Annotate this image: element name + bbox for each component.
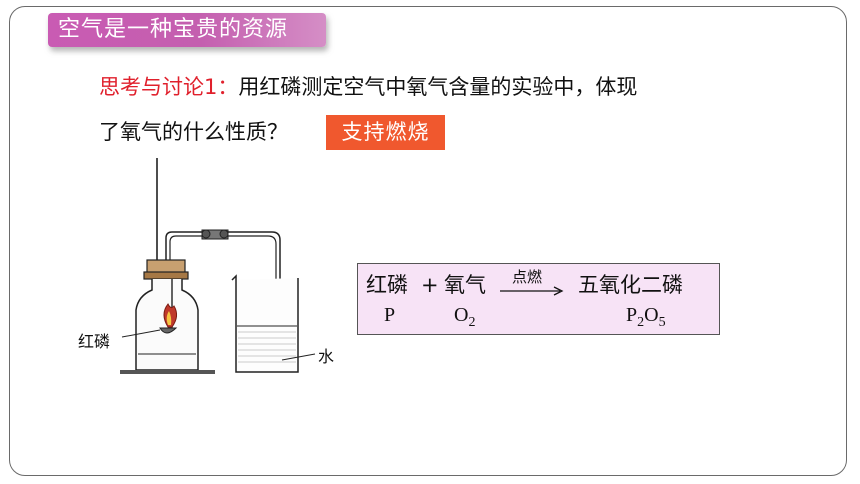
slide-frame <box>9 6 847 476</box>
apparatus-illustration <box>120 158 316 374</box>
reaction-arrow <box>500 286 564 296</box>
product-p2o5: 五氧化二磷 <box>578 273 683 297</box>
question-label: 思考与讨论1： <box>99 75 239 99</box>
question-text-1: 用红磷测定空气中氧气含量的实验中，体现 <box>238 75 638 99</box>
title-banner: 空气是一种宝贵的资源 <box>48 13 326 47</box>
question-line-2: 了氧气的什么性质？ <box>99 117 288 147</box>
label-red-phosphorus: 红磷 <box>78 332 111 351</box>
answer-badge: 支持燃烧 <box>326 115 445 150</box>
equation-box: 红磷 + 氧气 点燃 五氧化二磷 P O2 P2O5 <box>357 263 720 335</box>
reactant-oxygen: 氧气 <box>444 273 486 297</box>
formula-p: P <box>384 304 396 326</box>
question-text-2: 了氧气的什么性质？ <box>99 120 288 144</box>
reactant-red-phosphorus: 红磷 <box>366 273 408 297</box>
experiment-apparatus: 红磷 水 <box>60 150 360 384</box>
question-line-1: 思考与讨论1：用红磷测定空气中氧气含量的实验中，体现 <box>99 72 637 102</box>
reaction-condition: 点燃 <box>512 268 543 286</box>
label-water: 水 <box>318 347 335 366</box>
plus-sign: + <box>421 273 439 297</box>
formula-p2o5: P2O5 <box>626 304 666 330</box>
formula-o2: O2 <box>454 304 476 330</box>
slide-title: 空气是一种宝贵的资源 <box>58 17 289 42</box>
